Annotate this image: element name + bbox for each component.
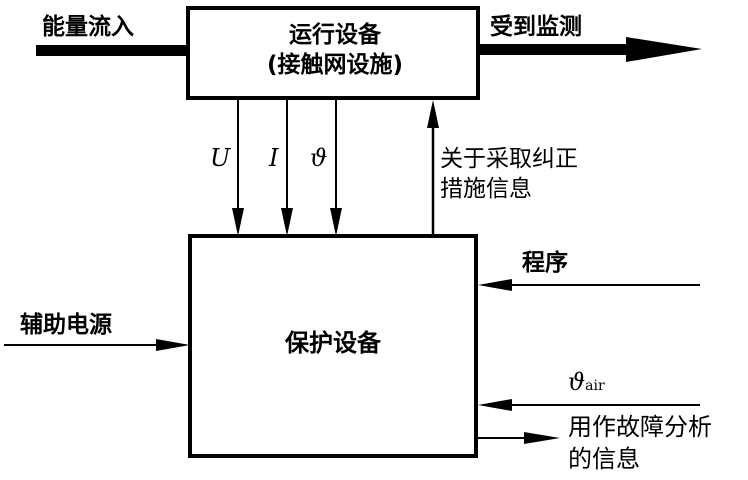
energy-in-label: 能量流入 (42, 14, 134, 40)
voltage-symbol: U (210, 144, 231, 172)
protection-equipment-box (188, 234, 478, 458)
fault-info-line1: 用作故障分析 (568, 413, 712, 441)
fault-info-arrow (478, 432, 560, 444)
monitored-label: 受到监测 (490, 14, 582, 40)
corrective-info-line2: 措施信息 (440, 176, 532, 202)
aux-power-arrow (4, 339, 190, 351)
program-arrow (478, 279, 700, 291)
current-symbol: I (269, 144, 279, 172)
monitored-arrow (478, 37, 702, 62)
temperature-symbol: ϑ (310, 144, 328, 172)
program-label: 程序 (522, 250, 568, 276)
corrective-info-arrow (427, 100, 439, 236)
operating-equipment-subtitle: (接触网设施) (266, 52, 404, 78)
ambient-temp-symbol: ϑ (568, 368, 586, 396)
ambient-temp-subscript: air (585, 378, 605, 394)
operating-equipment-title: 运行设备 (289, 22, 381, 48)
voltage-arrow (232, 98, 244, 236)
temperature-arrow (330, 98, 342, 236)
fault-info-line2: 的信息 (568, 445, 640, 473)
energy-in-arrow (36, 45, 188, 56)
current-arrow (281, 98, 293, 236)
corrective-info-line1: 关于采取纠正 (440, 146, 578, 172)
protection-equipment-title: 保护设备 (285, 329, 381, 357)
aux-power-label: 辅助电源 (20, 312, 112, 338)
ambient-temp-arrow (478, 399, 700, 411)
ambient-temp-label: ϑair (568, 368, 605, 396)
